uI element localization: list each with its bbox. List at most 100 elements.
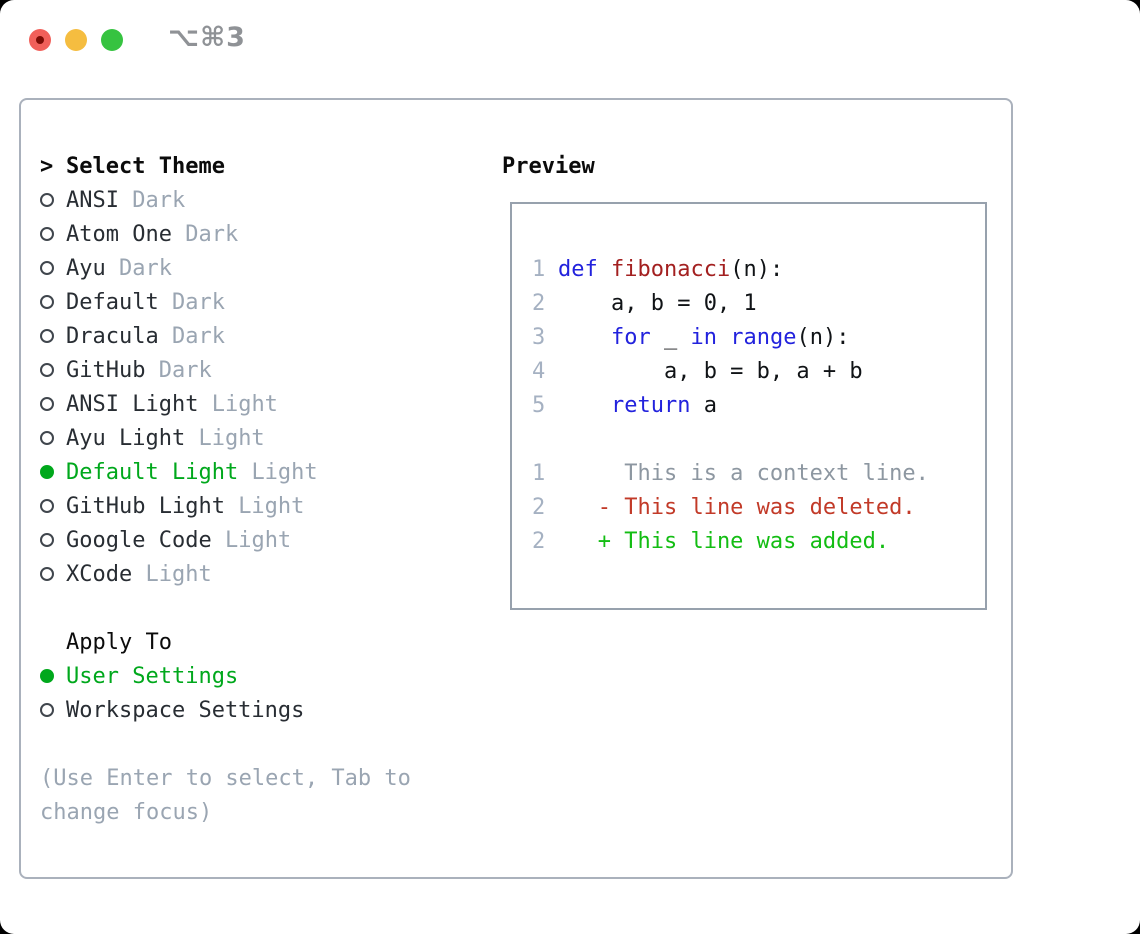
theme-option[interactable]: Google Code Light — [40, 523, 480, 557]
radio-icon — [40, 261, 66, 275]
line-number: 3 — [532, 324, 546, 350]
apply-to-option[interactable]: User Settings — [40, 659, 480, 693]
code-token: return — [610, 392, 691, 418]
radio-icon — [40, 295, 66, 309]
line-number: 1 — [532, 256, 546, 282]
apply-to-label: Apply To — [66, 629, 172, 655]
apply-to-option-label: Workspace Settings — [66, 697, 305, 723]
radio-selected-icon — [40, 669, 66, 683]
radio-icon — [40, 431, 66, 445]
theme-option[interactable]: Dracula Dark — [40, 319, 480, 353]
radio-icon — [40, 193, 66, 207]
theme-option[interactable]: GitHub Dark — [40, 353, 480, 387]
code-token: a, b = b, a + b — [558, 358, 863, 384]
theme-option[interactable]: ANSI Dark — [40, 183, 480, 217]
hint-line: (Use Enter to select, Tab to — [40, 765, 411, 791]
radio-icon — [40, 499, 66, 513]
diff-text: This is a context line. — [558, 460, 929, 486]
theme-option-variant: Light — [145, 561, 212, 587]
theme-option[interactable]: Default Dark — [40, 285, 480, 319]
diff-preview: 1 This is a context line. 2 - This line w… — [532, 456, 985, 558]
preview-title: Preview — [502, 153, 595, 179]
radio-icon — [40, 329, 66, 343]
window-title: ⌥⌘3 — [168, 22, 246, 53]
theme-option-name: XCode — [66, 561, 146, 587]
line-number: 2 — [532, 290, 546, 316]
line-number: 2 — [532, 494, 546, 520]
code-token — [598, 257, 611, 282]
theme-option-name: Ayu Light — [66, 425, 199, 451]
theme-option-variant: Light — [198, 425, 265, 451]
code-token: fibonacci — [611, 256, 731, 282]
theme-option[interactable]: Ayu Dark — [40, 251, 480, 285]
theme-option[interactable]: Ayu Light Light — [40, 421, 480, 455]
line-number: 4 — [532, 358, 546, 384]
apply-to-option[interactable]: Workspace Settings — [40, 693, 480, 727]
radio-icon — [40, 227, 66, 241]
theme-option[interactable]: GitHub Light Light — [40, 489, 480, 523]
theme-option-variant: Dark — [132, 187, 186, 213]
code-token: for — [610, 324, 651, 350]
theme-option-variant: Dark — [185, 221, 239, 247]
code-token: (n): — [796, 324, 850, 350]
radio-icon — [40, 397, 66, 411]
line-number: 2 — [532, 528, 546, 554]
theme-option-variant: Dark — [171, 323, 225, 349]
minimize-button[interactable] — [65, 29, 87, 51]
titlebar: ⌥⌘3 — [0, 0, 1140, 80]
apply-to-header: Apply To — [40, 625, 480, 659]
theme-option-name: ANSI Light — [66, 391, 212, 417]
close-button[interactable] — [29, 29, 51, 51]
theme-option-variant: Light — [251, 459, 318, 485]
code-token: def — [558, 256, 598, 282]
spacer — [40, 591, 480, 625]
theme-option[interactable]: Atom One Dark — [40, 217, 480, 251]
theme-option[interactable]: ANSI Light Light — [40, 387, 480, 421]
theme-option-variant: Dark — [171, 289, 225, 315]
code-token — [558, 325, 611, 350]
line-number: 1 — [532, 460, 546, 486]
theme-option-name: GitHub Light — [66, 493, 239, 519]
theme-option[interactable]: Default Light Light — [40, 455, 480, 489]
hint-line: change focus) — [40, 799, 213, 825]
hint-text: (Use Enter to select, Tab to change focus… — [40, 761, 480, 829]
theme-option[interactable]: XCode Light — [40, 557, 480, 591]
theme-option-name: Default — [66, 289, 172, 315]
apply-to-option-label: User Settings — [66, 663, 239, 689]
diff-text: - This line was deleted. — [558, 494, 916, 520]
code-token: range — [730, 324, 797, 350]
code-token: in — [690, 324, 717, 350]
code-line: 3 for _ in range(n): — [532, 320, 985, 354]
code-line: 4 a, b = b, a + b — [532, 354, 985, 388]
select-theme-label: Select Theme — [66, 153, 225, 179]
theme-option-variant: Light — [211, 391, 278, 417]
radio-icon — [40, 567, 66, 581]
theme-option-name: Default Light — [66, 459, 252, 485]
caret-icon: > — [40, 153, 54, 179]
zoom-button[interactable] — [101, 29, 123, 51]
code-token: (n): — [730, 256, 784, 282]
close-dot-icon — [36, 36, 44, 44]
theme-option-variant: Dark — [118, 255, 172, 281]
code-token: _ — [650, 324, 691, 350]
diff-line-context: 1 This is a context line. — [532, 456, 985, 490]
spacer — [40, 727, 480, 761]
radio-icon — [40, 533, 66, 547]
theme-option-variant: Light — [224, 527, 292, 553]
select-theme-header: > Select Theme — [40, 149, 480, 183]
code-line: 1 def fibonacci(n): — [532, 252, 985, 286]
code-token: a, b = 0, 1 — [558, 290, 757, 316]
theme-option-name: GitHub — [66, 357, 159, 383]
code-token — [558, 393, 611, 418]
theme-option-name: Ayu — [66, 255, 119, 281]
code-line: 5 return a — [532, 388, 985, 422]
radio-icon — [40, 703, 66, 717]
theme-option-name: ANSI — [66, 187, 133, 213]
code-line: 2 a, b = 0, 1 — [532, 286, 985, 320]
